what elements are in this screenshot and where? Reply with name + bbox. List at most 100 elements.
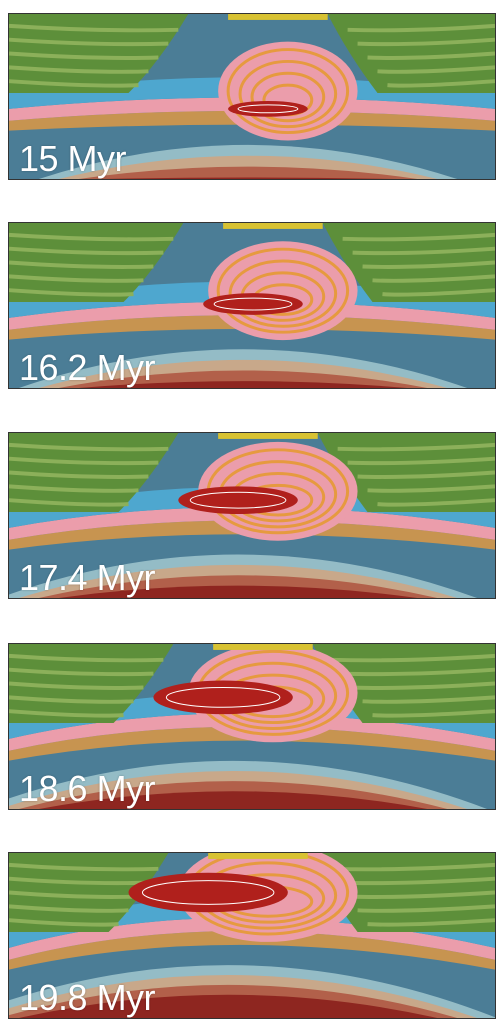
sediment-stripe [9, 246, 164, 256]
sediment-stripe [9, 904, 129, 913]
model-snapshot-5 [9, 853, 495, 1018]
sediment-stripe [9, 918, 119, 927]
time-label-5: 19.8 Myr [19, 977, 156, 1018]
sediment-stripe [387, 79, 495, 88]
sediment-stripe [9, 862, 159, 872]
surface-cap [228, 14, 328, 20]
sediment-stripe [347, 890, 495, 899]
sediment-stripe [372, 274, 495, 283]
sediment-right [322, 223, 495, 303]
sediment-stripe [347, 456, 495, 466]
sediment-right [317, 433, 495, 513]
mantle-band [38, 791, 428, 809]
time-label-1: 15 Myr [19, 138, 127, 179]
sediment-right [312, 644, 495, 724]
mantle-band [18, 994, 438, 1018]
melt-body [228, 100, 308, 117]
sediment-stripe [9, 442, 169, 452]
sediment-stripe [362, 260, 495, 269]
sediment-stripe [362, 695, 495, 704]
melt-body [128, 872, 288, 913]
sediment-stripe [9, 484, 139, 493]
dome-ring [216, 247, 350, 334]
sediment-stripe [9, 260, 154, 269]
sediment-stripe [352, 246, 495, 256]
pink-band [9, 301, 495, 330]
sediment-right [327, 14, 495, 94]
sediment-stripe [377, 65, 495, 74]
sediment-stripe [9, 667, 154, 677]
melt-outline [189, 491, 287, 509]
panel-2: 16.2 Myr [8, 222, 496, 389]
dome-ring [238, 59, 338, 129]
sediment-stripe [377, 498, 495, 507]
pink-band [9, 507, 495, 540]
surface-cap [208, 853, 308, 859]
mantle-band [98, 177, 398, 179]
melt-outline [165, 686, 281, 708]
sediment-stripe [367, 918, 495, 927]
dome-ring [228, 259, 338, 328]
sediment-left [9, 644, 174, 724]
melt-outline [141, 880, 275, 905]
mantle-band [78, 166, 418, 179]
surface-cap [218, 433, 318, 439]
model-snapshot-1 [9, 14, 495, 179]
surface-cap [213, 644, 313, 650]
sediment-stripe [9, 37, 169, 47]
melt-outline [237, 104, 299, 114]
time-label-4: 18.6 Myr [19, 768, 156, 809]
sediment-stripe [352, 681, 495, 690]
sediment-stripe [367, 484, 495, 493]
sediment-stripe [9, 274, 144, 283]
dome-ring [226, 48, 350, 135]
sediment-stripe [367, 51, 495, 60]
melt-body [153, 680, 293, 715]
lower-crust-band [9, 931, 495, 970]
panel-1: 15 Myr [8, 13, 496, 180]
sediment-right [307, 853, 495, 933]
melt-outline [213, 297, 293, 311]
sediment-stripe [9, 695, 134, 704]
sediment-stripe [9, 65, 149, 74]
sediment-stripe [9, 456, 159, 466]
sediment-stripe [357, 904, 495, 913]
panel-4: 18.6 Myr [8, 643, 496, 810]
sediment-stripe [332, 653, 495, 663]
sediment-stripe [9, 876, 149, 886]
sediment-stripe [9, 232, 174, 242]
sediment-stripe [9, 288, 134, 297]
dome-ring [250, 71, 326, 123]
time-label-2: 16.2 Myr [19, 347, 156, 388]
model-snapshot-4 [9, 644, 495, 809]
sediment-stripe [9, 498, 129, 507]
sediment-stripe [9, 709, 124, 718]
panel-5: 19.8 Myr [8, 852, 496, 1019]
sediment-stripe [372, 709, 495, 718]
sediment-stripe [382, 288, 495, 297]
sediment-stripe [357, 470, 495, 479]
sediment-stripe [9, 653, 164, 663]
mantle-band [58, 585, 418, 598]
sediment-stripe [357, 37, 495, 47]
surface-cap [223, 223, 323, 229]
sediment-stripe [9, 51, 159, 60]
sediment-stripe [342, 232, 495, 242]
sediment-stripe [342, 667, 495, 677]
panel-3: 17.4 Myr [8, 432, 496, 599]
sediment-stripe [9, 681, 144, 690]
model-snapshot-3 [9, 433, 495, 598]
sediment-left [9, 853, 169, 933]
time-label-3: 17.4 Myr [19, 557, 156, 598]
lower-crust-band [9, 726, 495, 761]
lower-crust-band [9, 520, 495, 550]
melt-body [178, 486, 298, 515]
sediment-stripe [9, 890, 139, 899]
sediment-stripe [9, 23, 179, 33]
sediment-stripe [347, 23, 495, 33]
sediment-stripe [9, 79, 139, 88]
sediment-stripe [9, 470, 149, 479]
melt-body [203, 293, 303, 315]
sediment-stripe [337, 442, 495, 452]
model-snapshot-2 [9, 223, 495, 388]
